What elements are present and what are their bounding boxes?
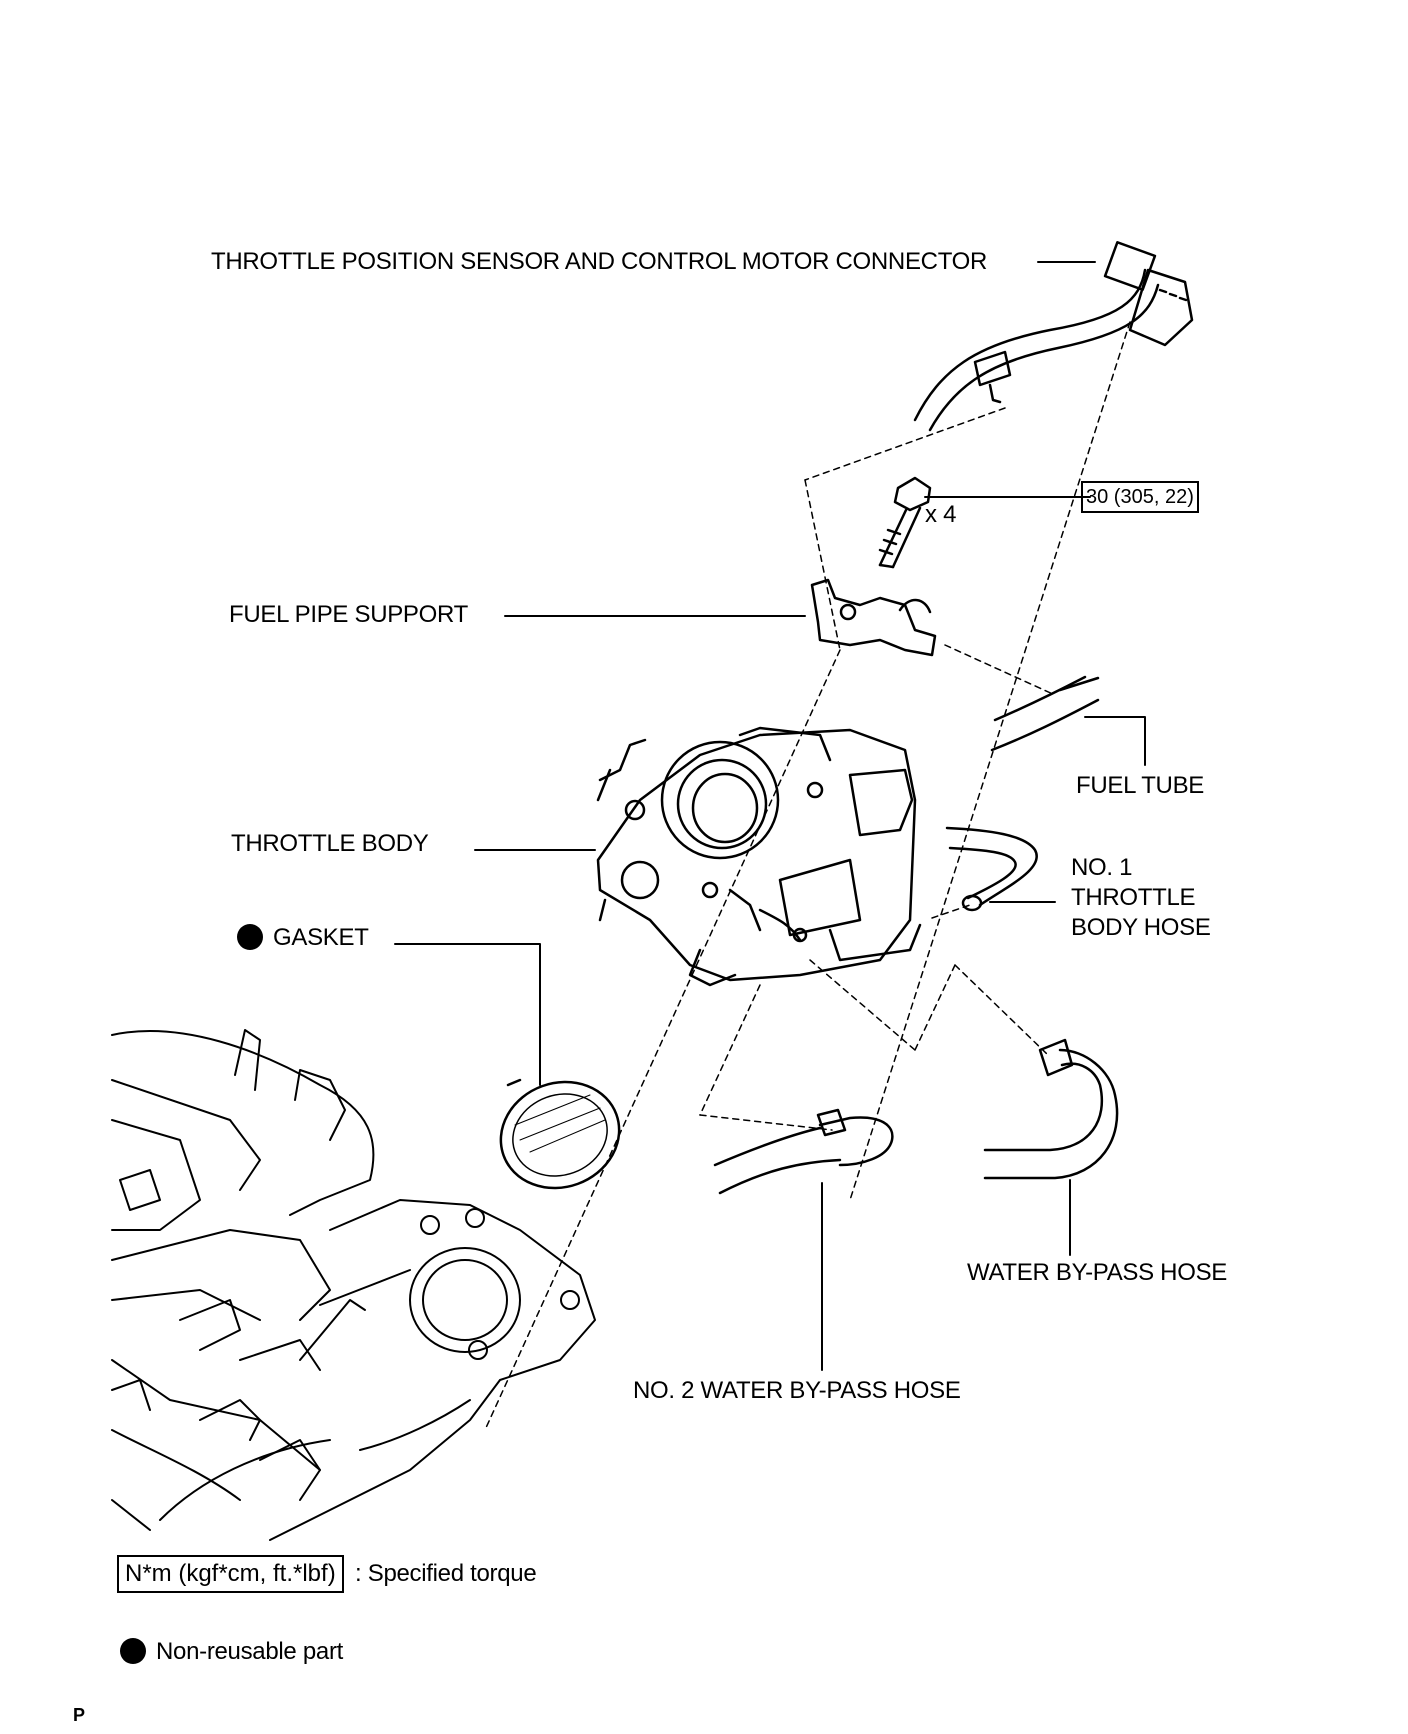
legend-nonreusable-text: Non-reusable part <box>156 1638 344 1665</box>
bolt-drawing <box>878 476 932 569</box>
fuel-tube-drawing <box>990 675 1100 752</box>
fuel-pipe-support-label: FUEL PIPE SUPPORT <box>229 601 468 628</box>
connector-drawing <box>913 240 1194 432</box>
fuel-pipe-support-drawing <box>810 578 937 657</box>
no2-hose-drawing <box>713 1108 894 1195</box>
legend-torque-units-box: N*m (kgf*cm, ft.*lbf) <box>117 1555 344 1593</box>
bolt-torque-value: 30 (305, 22) <box>1081 481 1199 513</box>
nonreusable-marker-icon <box>237 924 263 950</box>
no2-water-bypass-hose-label: NO. 2 WATER BY-PASS HOSE <box>633 1377 961 1404</box>
legend-nonreusable: Non-reusable part <box>120 1637 343 1667</box>
leader-lines <box>394 261 1146 1371</box>
intake-manifold-drawing <box>111 1029 596 1541</box>
fuel-tube-label: FUEL TUBE <box>1076 772 1204 799</box>
throttle-body-drawing <box>596 726 922 987</box>
water-bypass-hose-label: WATER BY-PASS HOSE <box>967 1259 1227 1286</box>
alignment-lines <box>484 321 1131 1431</box>
legend-torque-description: : Specified torque <box>355 1560 537 1587</box>
water-bypass-hose-drawing <box>983 1038 1119 1180</box>
legend-nonreusable-marker-icon <box>120 1638 146 1664</box>
throttle-body-label: THROTTLE BODY <box>231 830 429 857</box>
no1-hose-drawing <box>945 826 1038 912</box>
bolt-quantity-label: x 4 <box>925 501 957 528</box>
connector-label: THROTTLE POSITION SENSOR AND CONTROL MOT… <box>211 248 988 275</box>
no1-throttle-body-hose-label: NO. 1 THROTTLE BODY HOSE <box>1071 854 1211 941</box>
footer-letter: P <box>73 1705 86 1725</box>
gasket-label: GASKET <box>237 923 369 953</box>
gasket-drawing <box>499 1078 621 1190</box>
gasket-label-text: GASKET <box>273 924 369 951</box>
